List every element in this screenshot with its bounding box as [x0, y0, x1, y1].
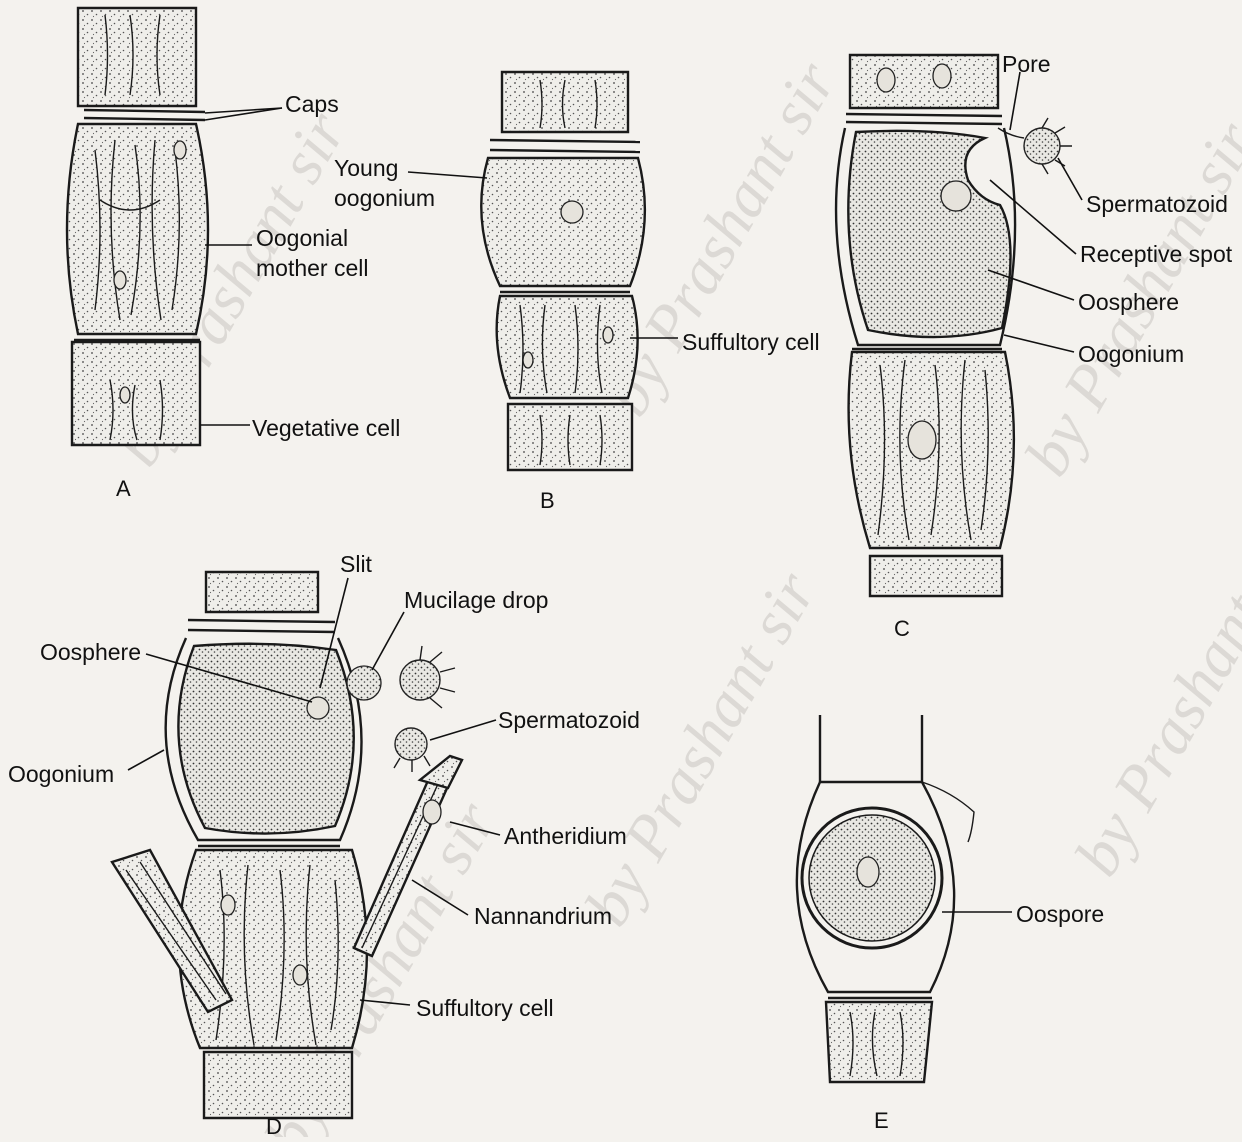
panel-letter-b: B: [540, 488, 555, 513]
label-slit: Slit: [340, 551, 373, 577]
panel-letter-d: D: [266, 1114, 282, 1137]
panel-e: Oospore E: [797, 715, 1104, 1133]
label-oospore: Oospore: [1016, 901, 1104, 927]
label-oogonium-c: Oogonium: [1078, 341, 1184, 367]
label-receptive-spot: Receptive spot: [1080, 241, 1233, 267]
label-oosphere-d: Oosphere: [40, 639, 141, 665]
label-suffultory-cell-b: Suffultory cell: [682, 329, 820, 355]
label-antheridium: Antheridium: [504, 823, 627, 849]
label-oogonium-d: Oogonium: [8, 761, 114, 787]
panel-d: Slit Mucilage drop Oosphere Spermatozoid…: [8, 551, 640, 1137]
label-mucilage-drop: Mucilage drop: [404, 587, 548, 613]
watermark: by Prashant sir: [1061, 509, 1242, 887]
label-pore: Pore: [1002, 51, 1051, 77]
label-vegetative-cell: Vegetative cell: [252, 415, 400, 441]
watermark: by Prashant sir: [571, 559, 830, 937]
label-oosphere-c: Oosphere: [1078, 289, 1179, 315]
label-caps: Caps: [285, 91, 339, 117]
label-oogonium-b: oogonium: [334, 185, 435, 211]
label-young: Young: [334, 155, 398, 181]
label-spermatozoid-c: Spermatozoid: [1086, 191, 1228, 217]
label-nannandrium: Nannandrium: [474, 903, 612, 929]
panel-letter-a: A: [116, 476, 131, 501]
panel-c: Pore Spermatozoid Receptive spot Oospher…: [836, 51, 1233, 641]
panel-letter-e: E: [874, 1108, 889, 1133]
panel-letter-c: C: [894, 616, 910, 641]
label-oogonial: Oogonial: [256, 225, 348, 251]
label-spermatozoid-d: Spermatozoid: [498, 707, 640, 733]
label-suffultory-cell-d: Suffultory cell: [416, 995, 554, 1021]
label-mother-cell: mother cell: [256, 255, 368, 281]
